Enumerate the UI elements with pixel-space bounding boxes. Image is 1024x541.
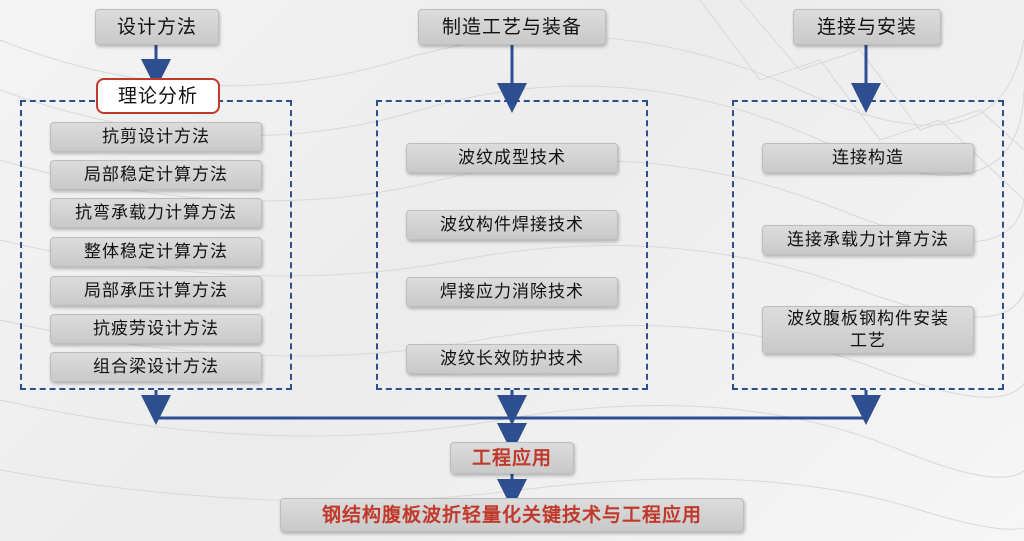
design-item: 局部承压计算方法 [50,276,262,306]
heading-manufacturing: 制造工艺与装备 [418,9,606,45]
heading-design-method: 设计方法 [95,9,219,45]
theory-analysis-label: 理论分析 [96,78,220,114]
design-item: 组合梁设计方法 [50,352,262,382]
engineering-application-box: 工程应用 [450,442,574,474]
design-item: 整体稳定计算方法 [50,237,262,267]
design-item: 抗剪设计方法 [50,122,262,152]
design-item: 抗疲劳设计方法 [50,314,262,344]
manufacturing-item: 波纹构件焊接技术 [406,210,618,240]
final-title-box: 钢结构腹板波折轻量化关键技术与工程应用 [280,498,744,532]
design-item: 抗弯承载力计算方法 [50,198,262,228]
design-item: 局部稳定计算方法 [50,160,262,190]
connection-item: 波纹腹板钢构件安装工艺 [762,306,974,354]
group-connection [732,100,1004,390]
heading-connection: 连接与安装 [793,9,941,45]
manufacturing-item: 波纹长效防护技术 [406,344,618,374]
group-manufacturing [376,100,648,390]
connection-item: 连接承载力计算方法 [762,225,974,255]
manufacturing-item: 波纹成型技术 [406,143,618,173]
manufacturing-item: 焊接应力消除技术 [406,277,618,307]
connection-item: 连接构造 [762,143,974,173]
